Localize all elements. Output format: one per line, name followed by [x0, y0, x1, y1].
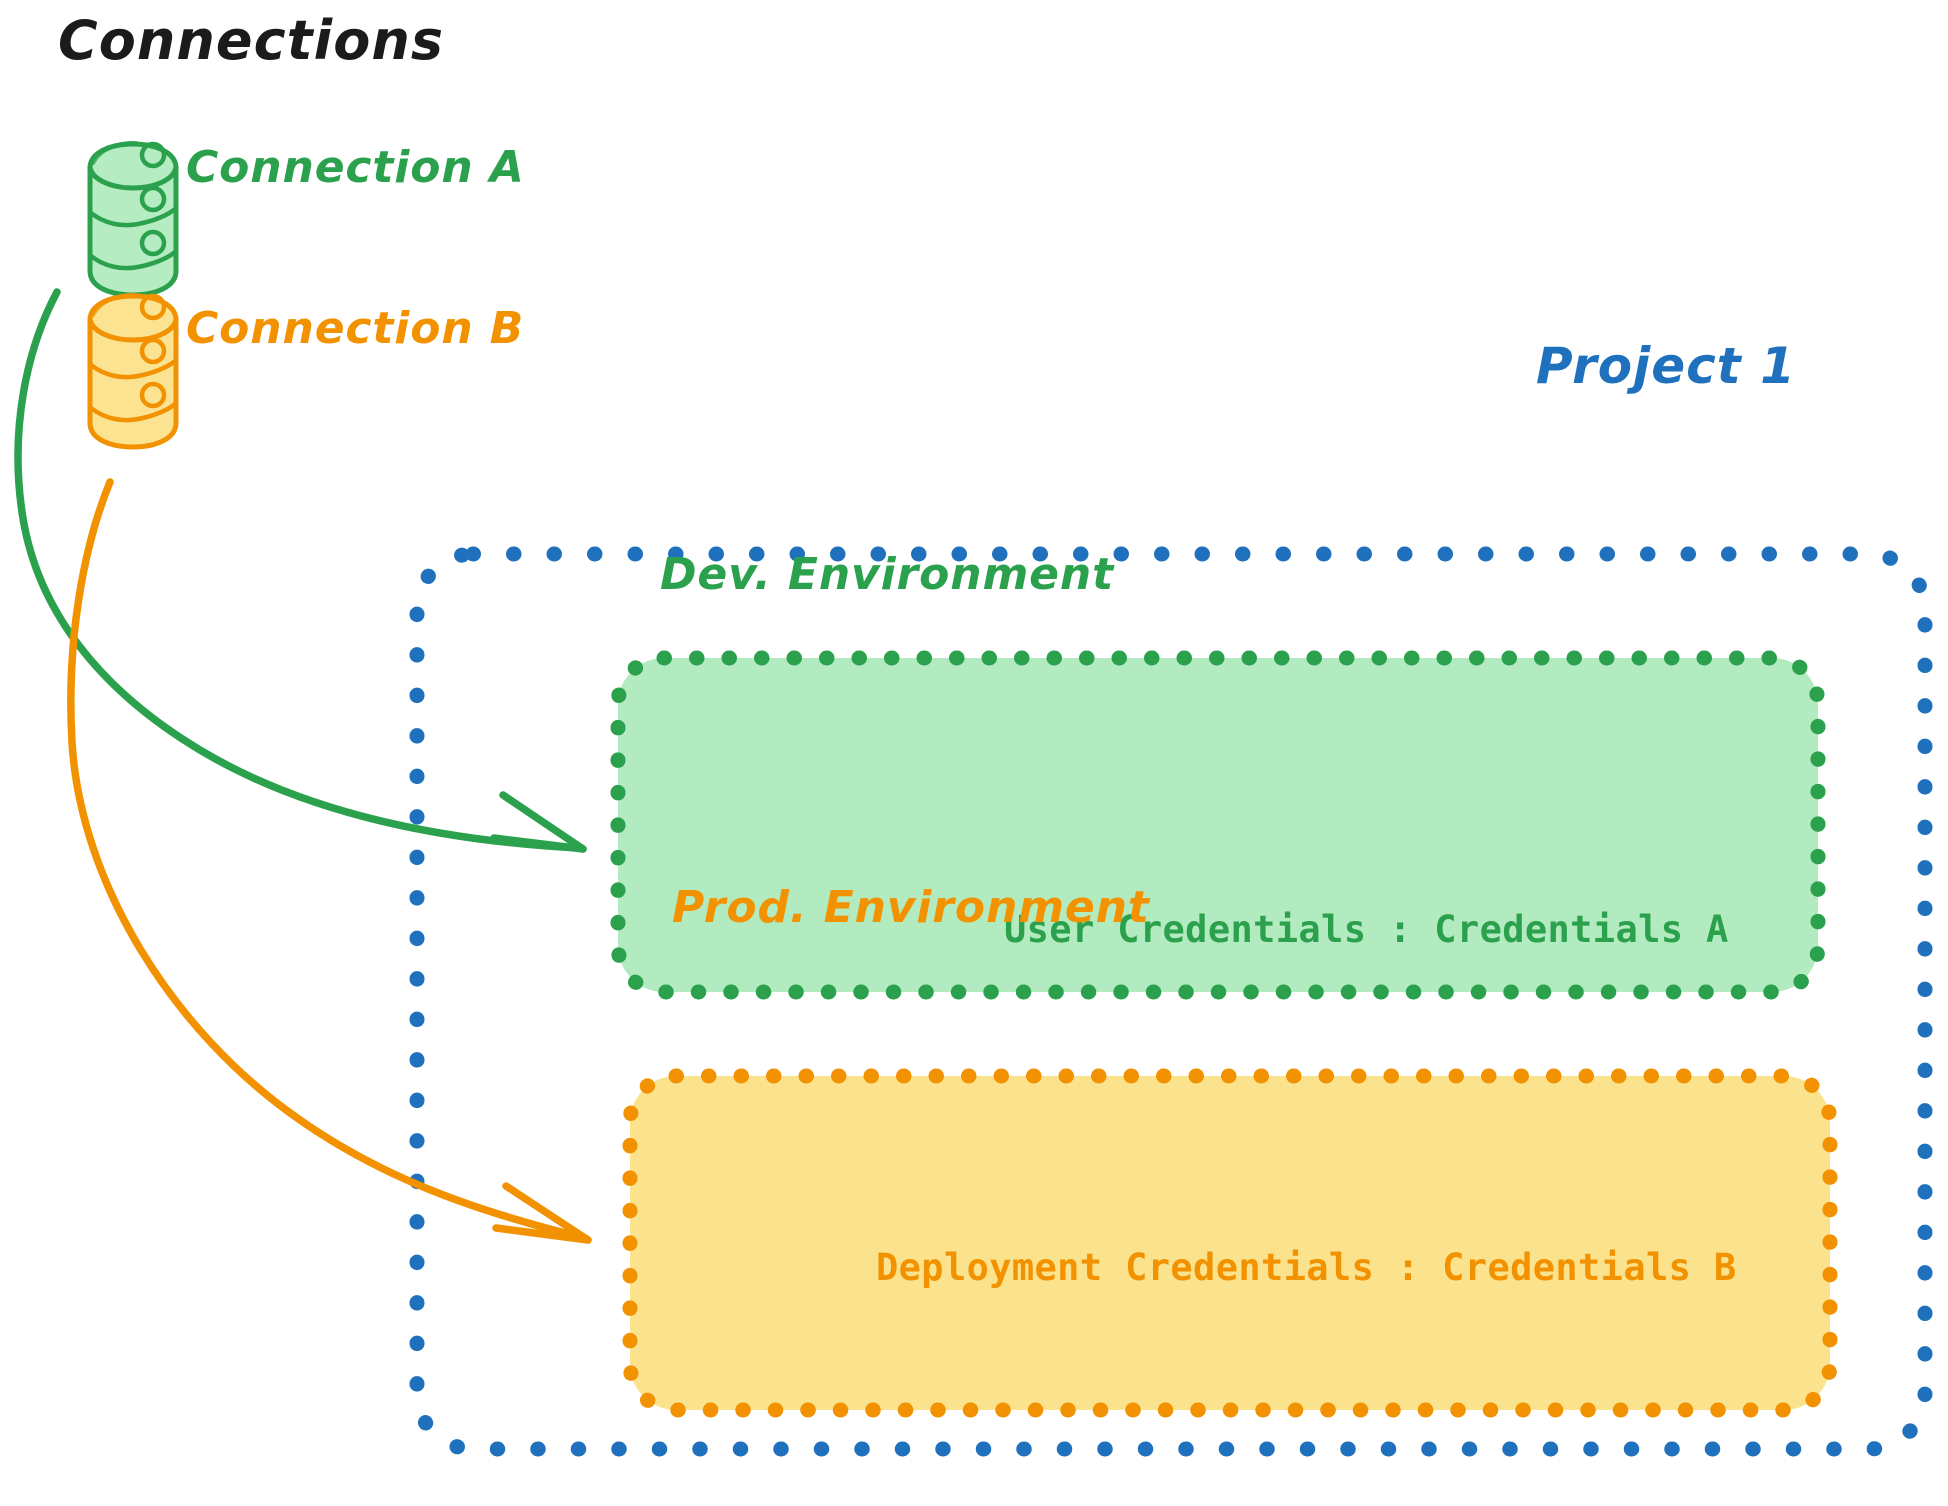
connection-b-to-prod-arrow: [67, 478, 592, 1244]
prod-environment-title: Prod. Environment: [672, 882, 1150, 933]
project-title: Project 1: [1536, 337, 1796, 395]
connection-a-label: Connection A: [186, 142, 525, 193]
page-title: Connections: [58, 9, 445, 72]
connection-a-to-dev-arrow: [14, 288, 587, 853]
dev-environment-credentials: User Credentials : Credentials A: [1004, 908, 1729, 951]
prod-environment-credentials: Deployment Credentials : Credentials B: [876, 1246, 1737, 1289]
project-container-border: [409, 546, 1933, 1457]
dev-environment-title: Dev. Environment: [660, 549, 1115, 600]
prod-environment-box[interactable]: [622, 1068, 1838, 1418]
connection-b-label: Connection B: [186, 303, 525, 354]
database-icon-connection-b[interactable]: [87, 292, 179, 450]
database-icon-connection-a[interactable]: [87, 140, 179, 298]
